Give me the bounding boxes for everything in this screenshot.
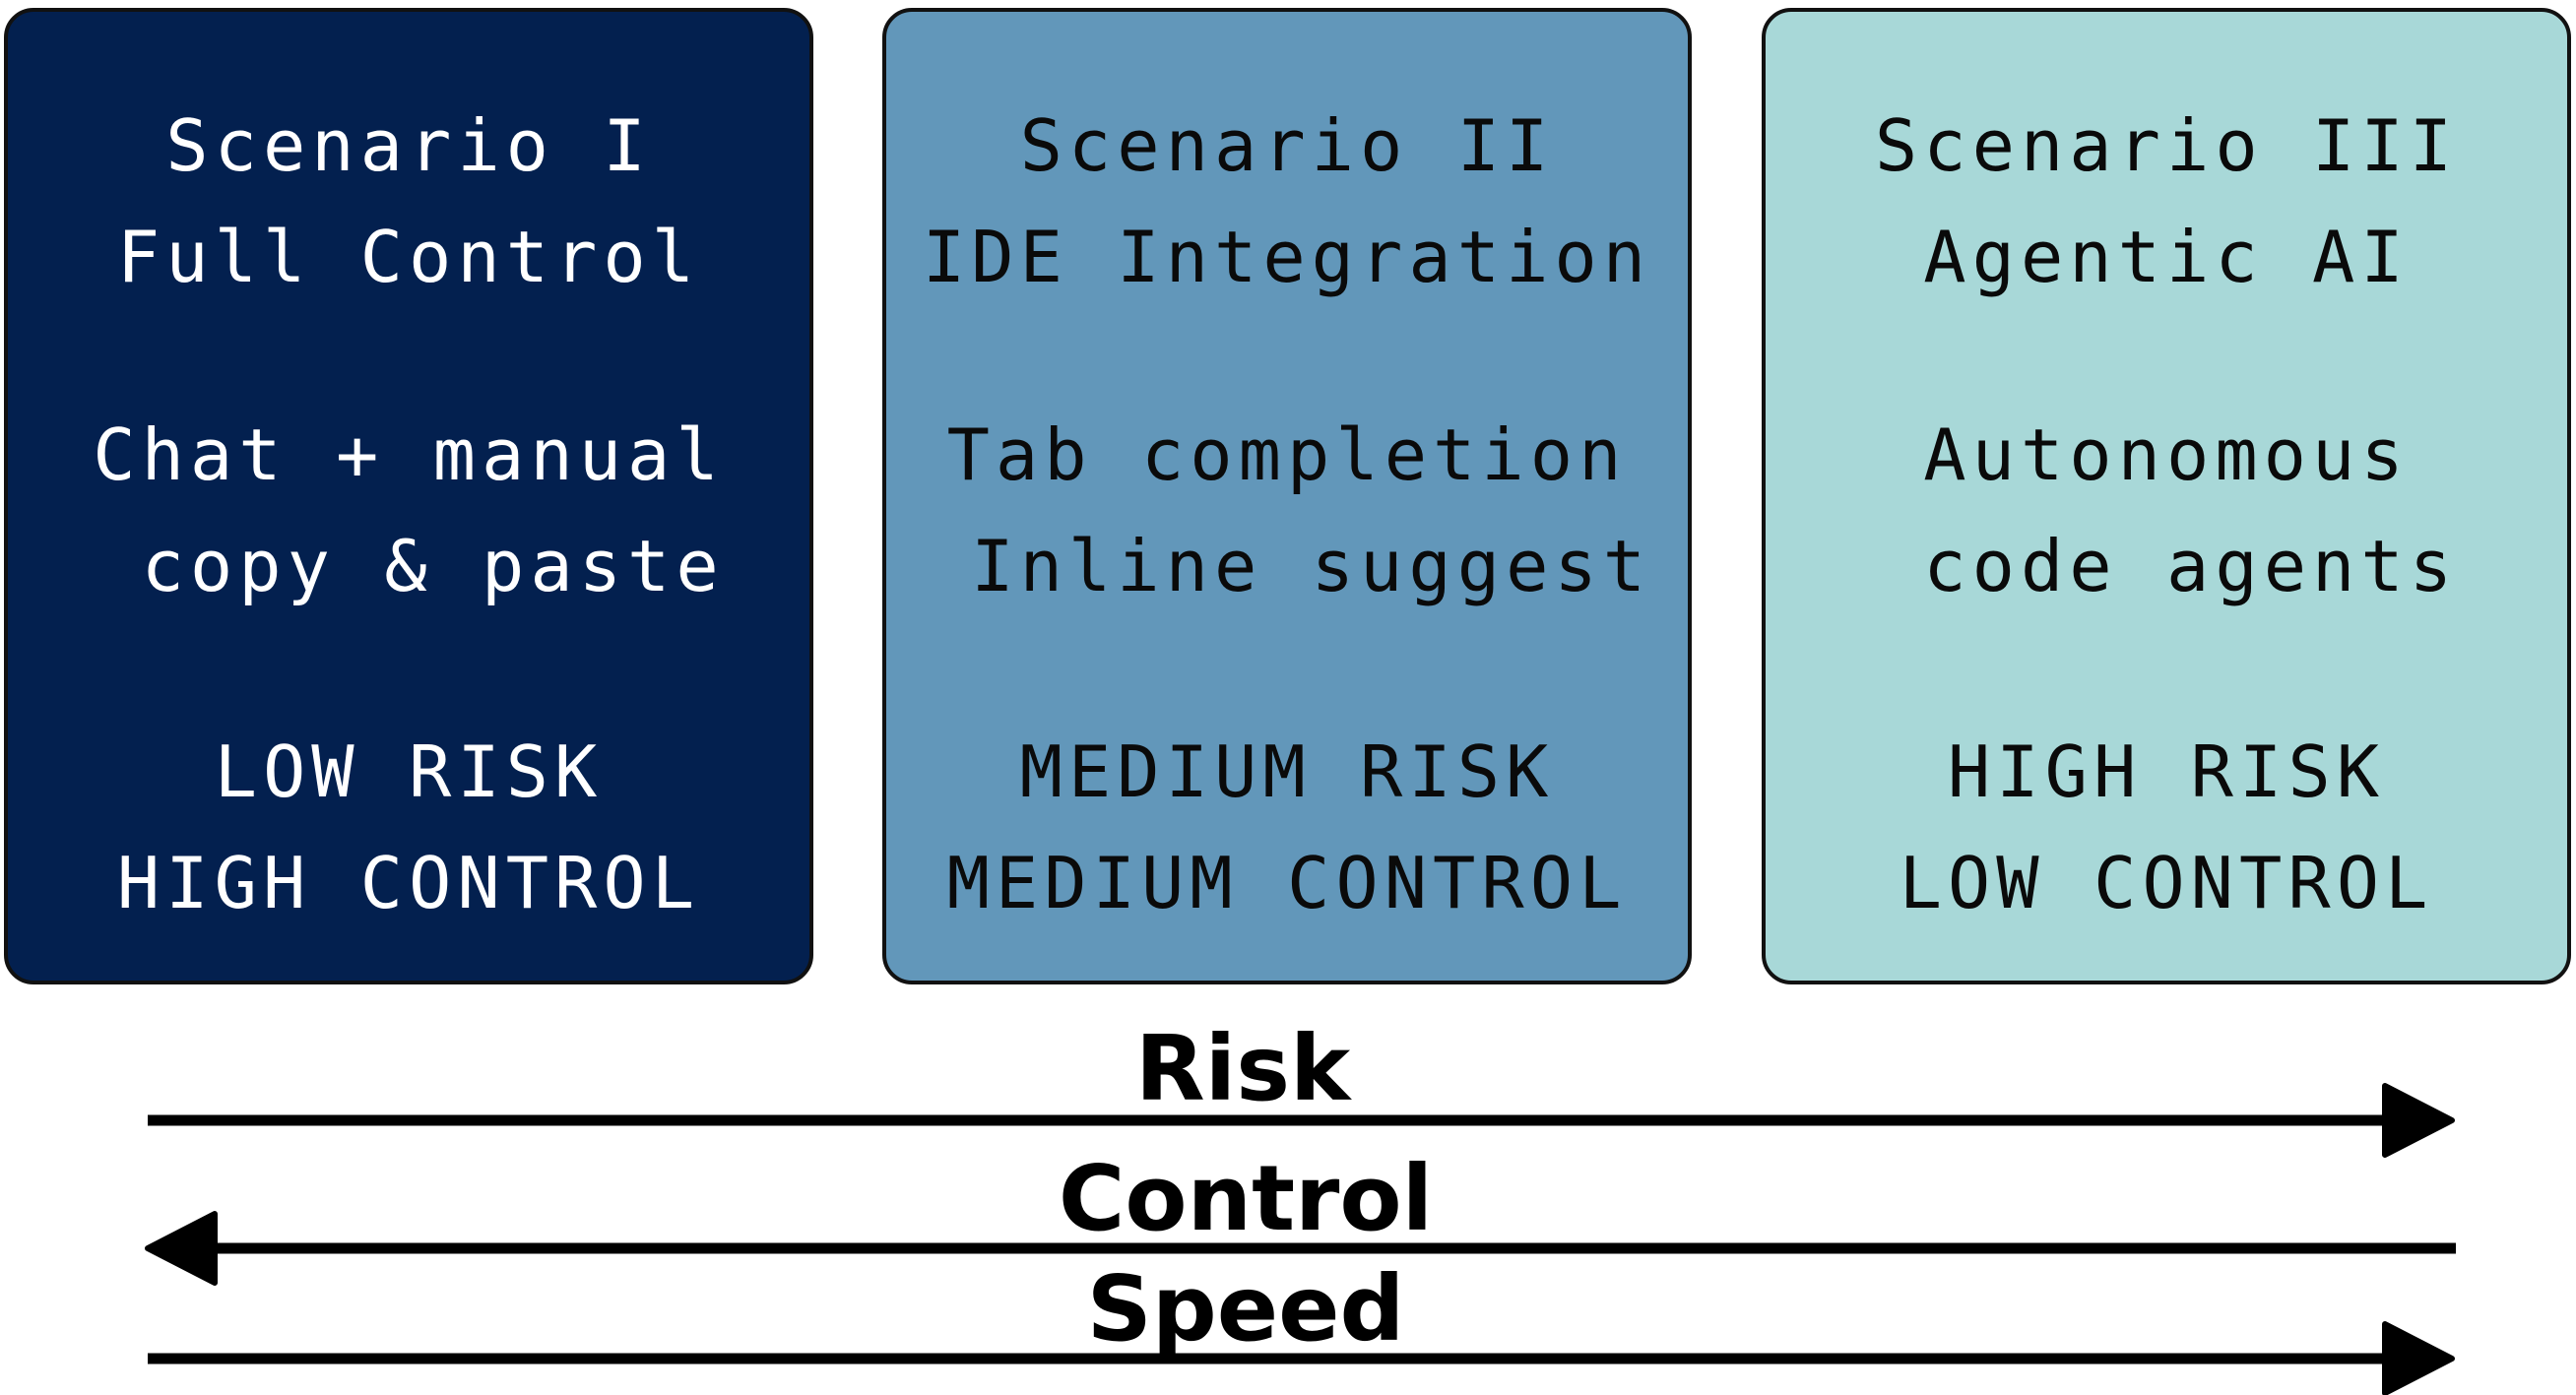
scenario-card-1: Scenario I Full Control Chat + manual co… [4,8,813,984]
risk-arrow-head [2382,1083,2455,1158]
scenario-control-level: LOW CONTROL [1899,842,2434,924]
speed-arrow [148,1321,2455,1395]
scenario-title: Scenario III [1874,104,2459,187]
scenario-risk-level: MEDIUM RISK [1019,730,1555,813]
scenario-feature: Autonomous [1923,413,2410,496]
risk-axis-label: Risk [1134,1016,1351,1121]
scenario-risk-level: LOW RISK [214,730,604,813]
scenario-title: Scenario I [165,104,652,187]
scenario-title: Scenario II [1019,104,1555,187]
control-arrow-head [145,1211,218,1286]
scenario-card-2: Scenario II IDE Integration Tab completi… [882,8,1692,984]
scenario-feature: code agents [1874,525,2459,607]
speed-axis-label: Speed [1086,1256,1405,1362]
scenario-subtitle: Agentic AI [1923,216,2410,298]
scenario-feature: Tab completion [946,413,1628,496]
scenario-control-level: MEDIUM CONTROL [946,842,1628,924]
scenario-risk-level: HIGH RISK [1947,730,2386,813]
speed-arrow-head [2382,1321,2455,1395]
risk-arrow [148,1083,2455,1158]
scenario-feature: copy & paste [93,525,725,607]
scenario-control-level: HIGH CONTROL [116,842,701,924]
control-arrow [145,1211,2456,1286]
scenario-subtitle: IDE Integration [922,216,1652,298]
scenario-feature: Chat + manual [93,413,725,496]
scenario-feature: Inline suggest [922,525,1652,607]
scenario-card-3: Scenario III Agentic AI Autonomous code … [1762,8,2571,984]
scenario-subtitle: Full Control [116,216,701,298]
control-axis-label: Control [1058,1146,1434,1251]
